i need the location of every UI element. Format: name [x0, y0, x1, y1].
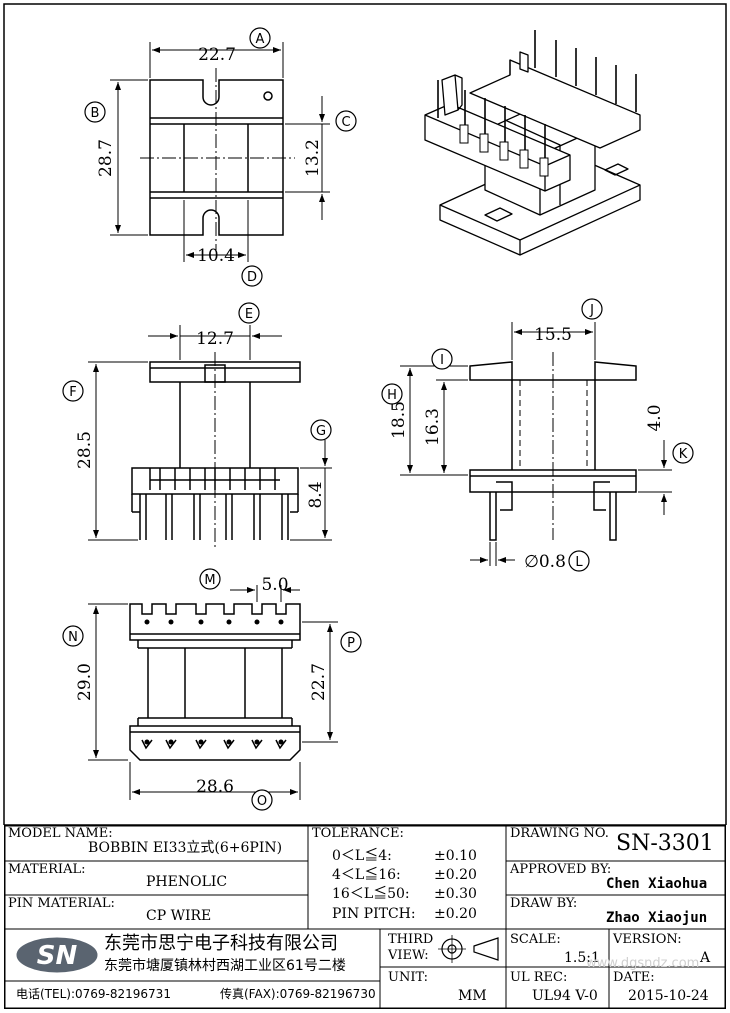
tolerance-value-1: ±0.10	[434, 848, 477, 864]
third-view-label-2: VIEW:	[388, 948, 429, 963]
callout-g: G	[316, 424, 326, 439]
side-view-hidden-lines	[519, 380, 588, 470]
company-address: 东莞市塘厦镇林村西湖工业区61号二楼	[104, 958, 346, 974]
date-label: DATE:	[613, 970, 655, 985]
tolerance-range-4: PIN PITCH:	[332, 906, 416, 922]
third-view-label-1: THIRD	[388, 932, 434, 947]
logo-text: SN	[37, 941, 78, 971]
dim-side-width: 15.5	[534, 325, 572, 345]
drawing-no: SN-3301	[616, 831, 714, 856]
company-tel: 电话(TEL):0769-82196731	[16, 987, 171, 1001]
tolerance-value-3: ±0.30	[434, 886, 477, 902]
callout-b: B	[91, 106, 100, 121]
company-logo: SN	[15, 936, 99, 974]
callout-j: J	[589, 303, 594, 318]
callout-bubbles	[62, 27, 694, 811]
ul-rec: UL94 V-0	[532, 988, 598, 1004]
tolerance-label: TOLERANCE:	[312, 826, 404, 841]
isometric-pin-slots	[459, 124, 549, 177]
material-label: MATERIAL:	[8, 862, 86, 877]
callout-e: E	[245, 307, 253, 322]
dim-side-inner-height: 16.3	[423, 408, 443, 446]
unit-label: UNIT:	[388, 970, 429, 985]
dim-front-height: 28.5	[75, 431, 95, 469]
isometric-pins	[437, 30, 637, 163]
dim-top-slot-width: 10.4	[197, 246, 235, 266]
callout-c: C	[341, 115, 350, 130]
draw-by: Zhao Xiaojun	[606, 910, 708, 926]
side-view-dimensions	[400, 322, 672, 566]
model-name-label: MODEL NAME:	[8, 826, 113, 841]
dim-top-width: 22.7	[198, 45, 236, 65]
dim-bottom-width: 28.6	[196, 777, 234, 797]
dim-front-flange-width: 12.7	[196, 329, 234, 349]
engineering-drawing: 22.7 28.7 13.2 10.4	[3, 3, 727, 825]
bottom-view-dimensions	[88, 585, 338, 800]
dim-bottom-pitch: 5.0	[261, 575, 288, 595]
callout-labels: A B C D E F G H I J K L M N P O	[68, 32, 688, 809]
tolerance-range-2: 4＜L≦16:	[332, 867, 401, 883]
dim-top-height: 28.7	[96, 139, 116, 177]
dim-bottom-height: 29.0	[75, 663, 95, 701]
scale-label: SCALE:	[510, 932, 561, 947]
model-name: BOBBIN EI33立式(6+6PIN)	[88, 840, 283, 856]
title-block-grid	[4, 825, 726, 1009]
top-view-dimensions	[110, 42, 330, 262]
callout-p: P	[347, 636, 355, 651]
drawing-frame	[3, 3, 727, 825]
bottom-view-pin-dots	[144, 619, 284, 745]
callout-d: D	[247, 270, 257, 285]
pin-material-label: PIN MATERIAL:	[8, 896, 115, 911]
dim-side-pin-offset: 4.0	[645, 404, 665, 431]
ul-rec-label: UL REC:	[510, 970, 568, 985]
material: PHENOLIC	[146, 874, 228, 890]
dim-bottom-inner-height: 22.7	[309, 663, 329, 701]
company-fax: 传真(FAX):0769-82196730	[220, 987, 376, 1001]
callout-k: K	[679, 447, 688, 462]
top-view-centerlines	[140, 68, 295, 250]
tolerance-value-2: ±0.20	[434, 867, 477, 883]
callout-l: L	[575, 555, 583, 570]
title-block: MODEL NAME: BOBBIN EI33立式(6+6PIN) MATERI…	[4, 825, 726, 1009]
front-view-dimensions	[88, 325, 332, 550]
dim-side-pin-diameter: ∅0.8	[524, 552, 566, 572]
isometric-view	[424, 51, 641, 256]
pin-material: CP WIRE	[146, 908, 212, 924]
front-view	[131, 361, 301, 540]
callout-a: A	[256, 32, 265, 47]
scale: 1.5:1	[564, 950, 600, 966]
tolerance-value-4: ±0.20	[434, 906, 477, 922]
tolerance-range-1: 0＜L≦4:	[332, 848, 392, 864]
callout-n: N	[68, 630, 78, 645]
callout-i: I	[440, 353, 444, 368]
watermark: www.dgsndz.com	[586, 956, 700, 971]
version: A	[700, 950, 711, 966]
company-name: 东莞市思宁电子科技有限公司	[104, 933, 338, 954]
drawing-no-label: DRAWING NO.	[510, 826, 609, 841]
dim-side-height: 18.5	[389, 401, 409, 439]
callout-o: O	[257, 794, 267, 809]
dim-front-pin-height: 8.4	[306, 481, 326, 508]
date: 2015-10-24	[628, 988, 709, 1004]
approved-by-label: APPROVED BY:	[510, 862, 612, 877]
dim-top-inner-height: 13.2	[303, 139, 323, 177]
bottom-view	[129, 603, 301, 761]
unit: MM	[458, 988, 487, 1004]
draw-by-label: DRAW BY:	[510, 896, 578, 911]
callout-m: M	[204, 573, 215, 588]
callout-h: H	[387, 388, 397, 403]
version-label: VERSION:	[613, 932, 682, 947]
approved-by: Chen Xiaohua	[606, 876, 708, 892]
tolerance-range-3: 16＜L≦50:	[332, 886, 410, 902]
third-angle-projection-icon	[438, 935, 499, 963]
callout-f: F	[69, 385, 76, 400]
